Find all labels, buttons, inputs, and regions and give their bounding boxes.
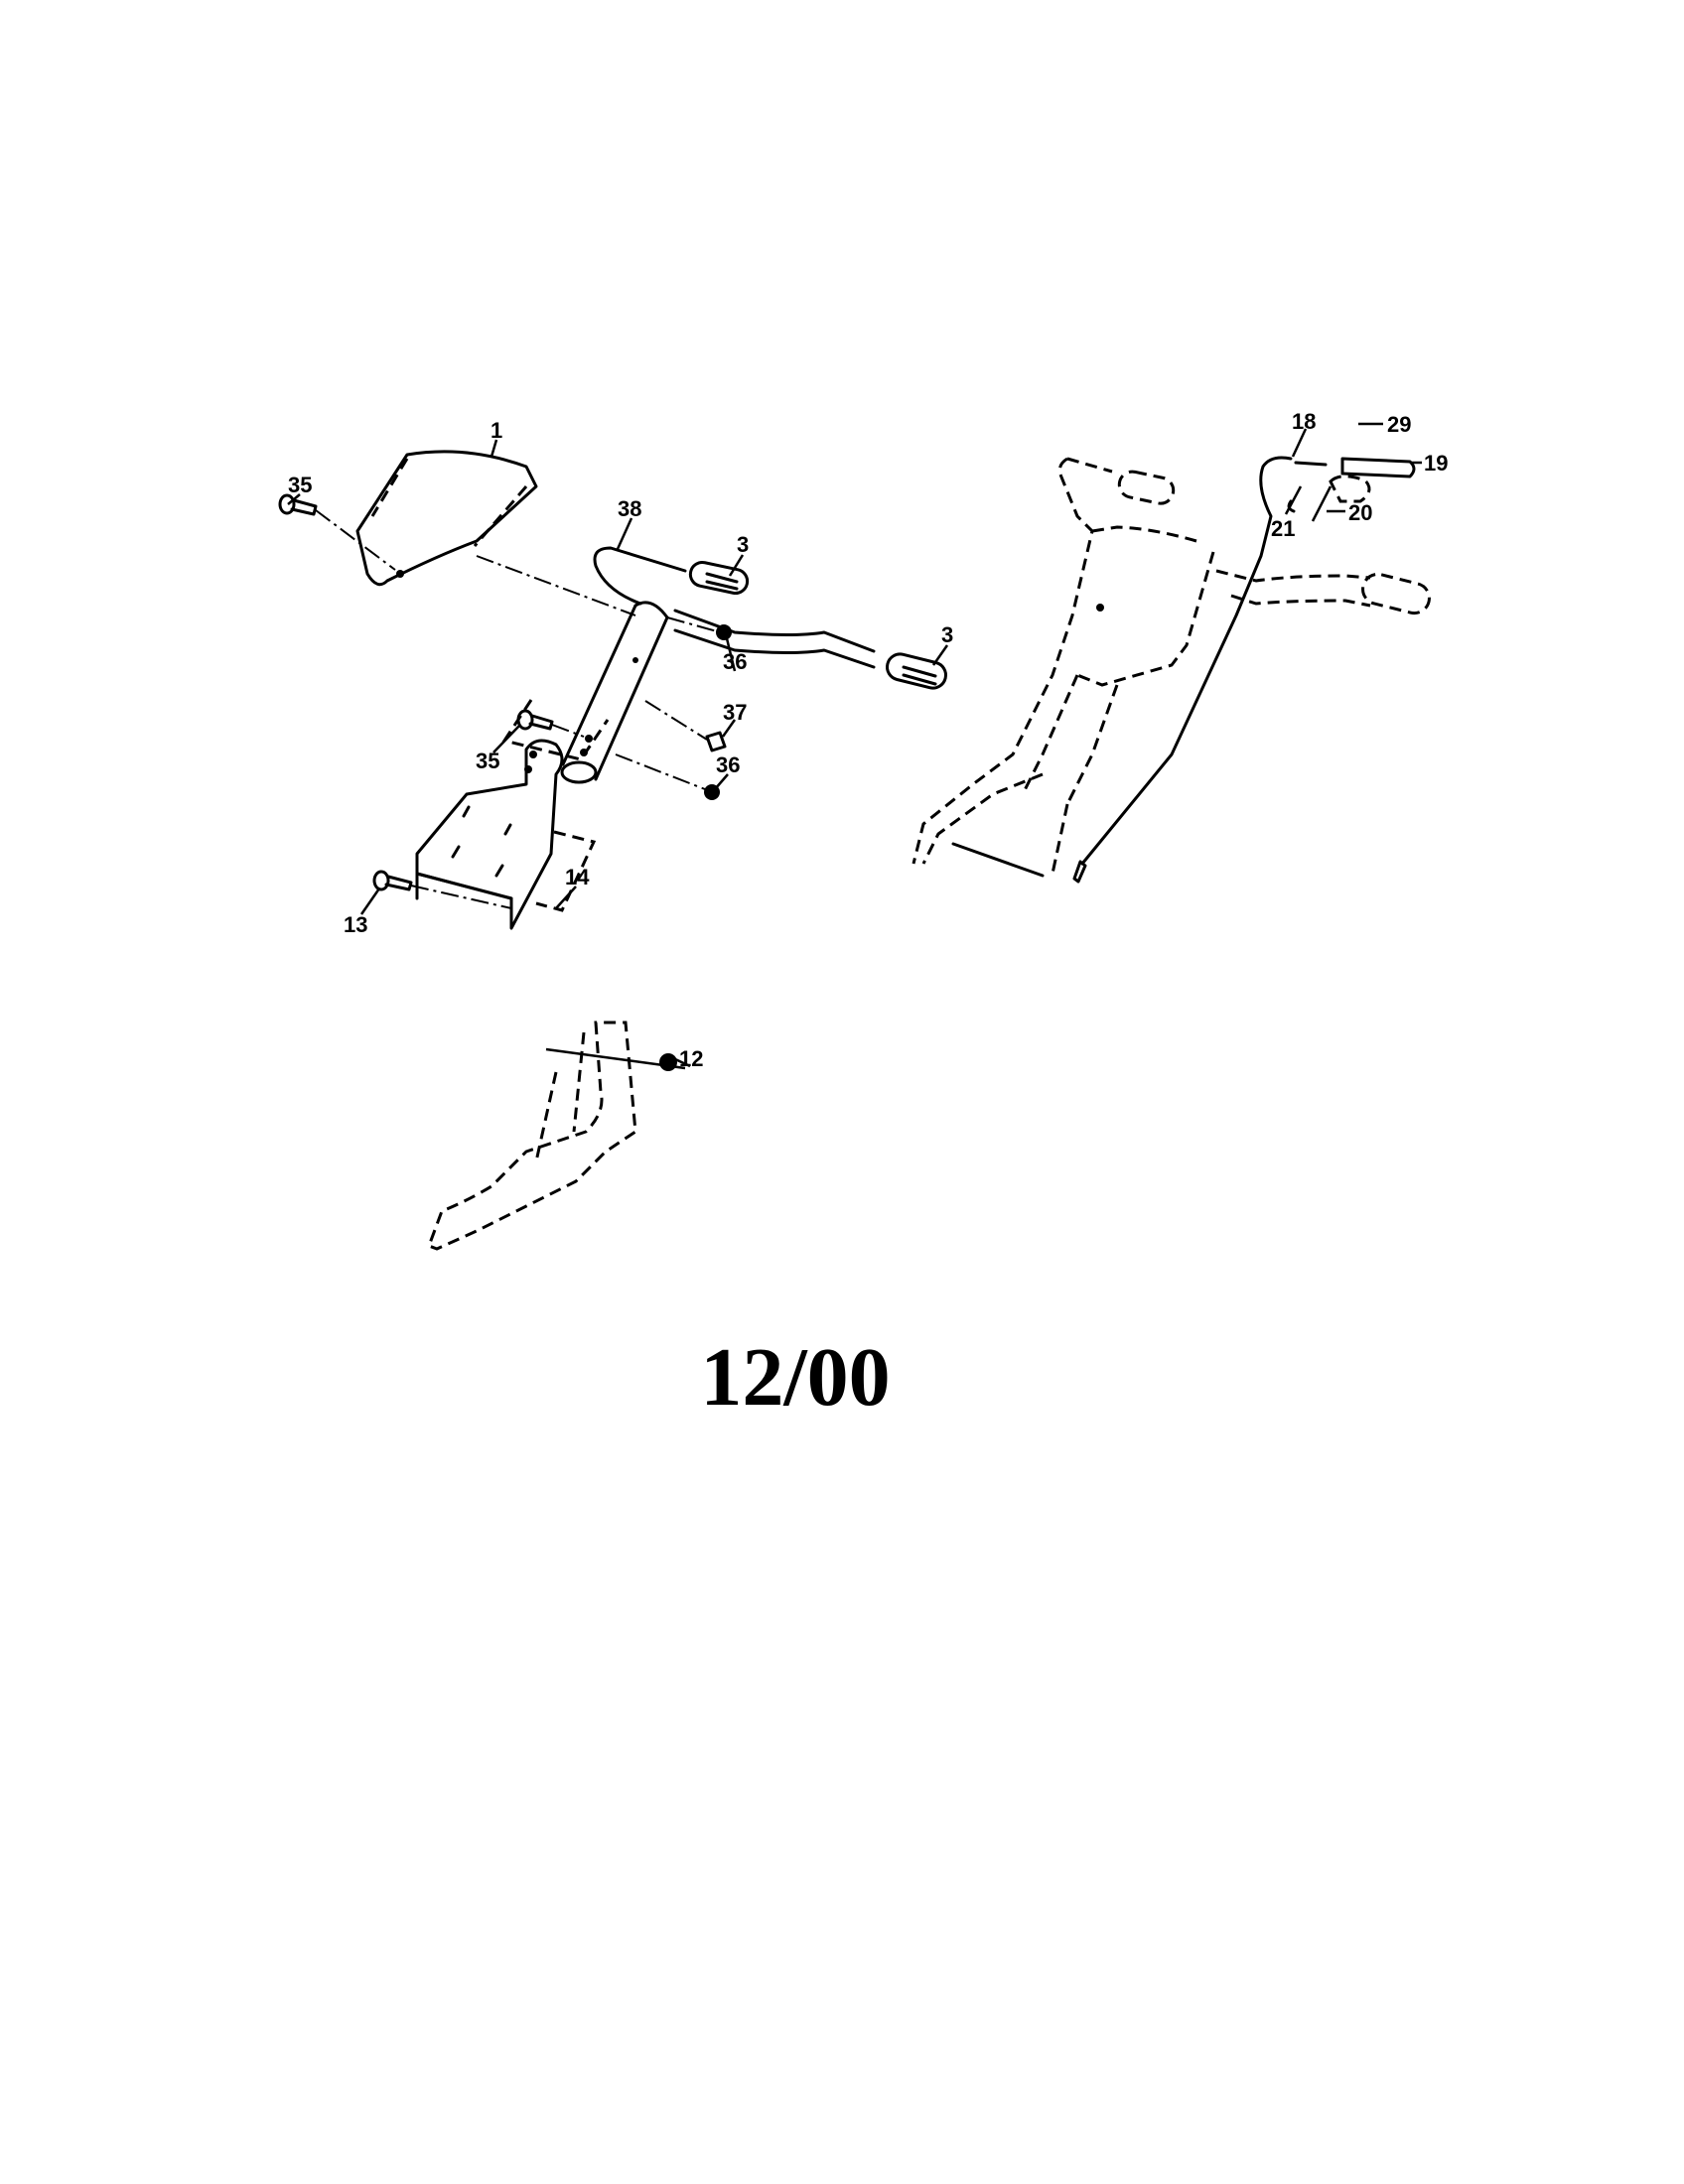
- handle-tube: [560, 601, 669, 784]
- clip: [644, 700, 727, 752]
- callout-18: 18: [1292, 409, 1316, 434]
- control-panel: [355, 450, 538, 587]
- nut-upper: [666, 616, 732, 640]
- leader-35-middle: [492, 724, 521, 753]
- nut-frame: [545, 1047, 686, 1071]
- control-cable: [1072, 456, 1293, 884]
- leader-18: [1291, 428, 1308, 458]
- leader-36-lower: [714, 773, 729, 790]
- leader-35-top: [287, 493, 301, 505]
- callout-35-top: 35: [288, 473, 312, 497]
- leader-12: [672, 1056, 691, 1068]
- leader-14: [555, 886, 577, 909]
- callout-20: 20: [1348, 500, 1372, 525]
- leader-1: [490, 439, 498, 458]
- bolt-bracket: [372, 870, 512, 909]
- callout-13: 13: [344, 912, 367, 937]
- leader-20: [1311, 485, 1345, 522]
- date-code: 12/00: [700, 1331, 890, 1424]
- leader-38: [616, 517, 633, 550]
- grip-right: [886, 652, 947, 690]
- callout-37: 37: [723, 700, 747, 725]
- callout-14: 14: [565, 865, 590, 889]
- callout-35-middle: 35: [476, 749, 499, 773]
- leader-3-right: [931, 644, 949, 666]
- mounting-bracket: [415, 739, 564, 930]
- grip-left: [688, 560, 750, 596]
- leader-3-left: [728, 554, 745, 577]
- leader-36-upper: [723, 629, 737, 672]
- callout-21: 21: [1271, 516, 1295, 541]
- leader-13: [359, 887, 381, 915]
- leader-37: [721, 719, 737, 738]
- callout-36-upper: 36: [723, 649, 747, 674]
- callout-36-lower: 36: [716, 752, 740, 777]
- handle-assembly-reference: [912, 457, 1431, 878]
- bolt-middle: [516, 709, 585, 738]
- callout-3-left: 3: [737, 532, 749, 557]
- callout-29: 29: [1387, 412, 1411, 437]
- tube-to-bracket-guide: [501, 699, 610, 761]
- callout-19: 19: [1424, 451, 1448, 476]
- frame-section: [427, 1021, 637, 1251]
- callout-38: 38: [618, 496, 641, 521]
- panel-leader: [476, 555, 636, 616]
- leader-21: [1284, 485, 1303, 515]
- bracket-to-frame-guide: [535, 830, 597, 912]
- nut-lower: [615, 753, 720, 800]
- callout-1: 1: [491, 418, 502, 443]
- callout-3-right: 3: [941, 622, 953, 647]
- handle-bar: [593, 546, 876, 669]
- callout-12: 12: [679, 1046, 703, 1071]
- bolt-top: [278, 493, 396, 571]
